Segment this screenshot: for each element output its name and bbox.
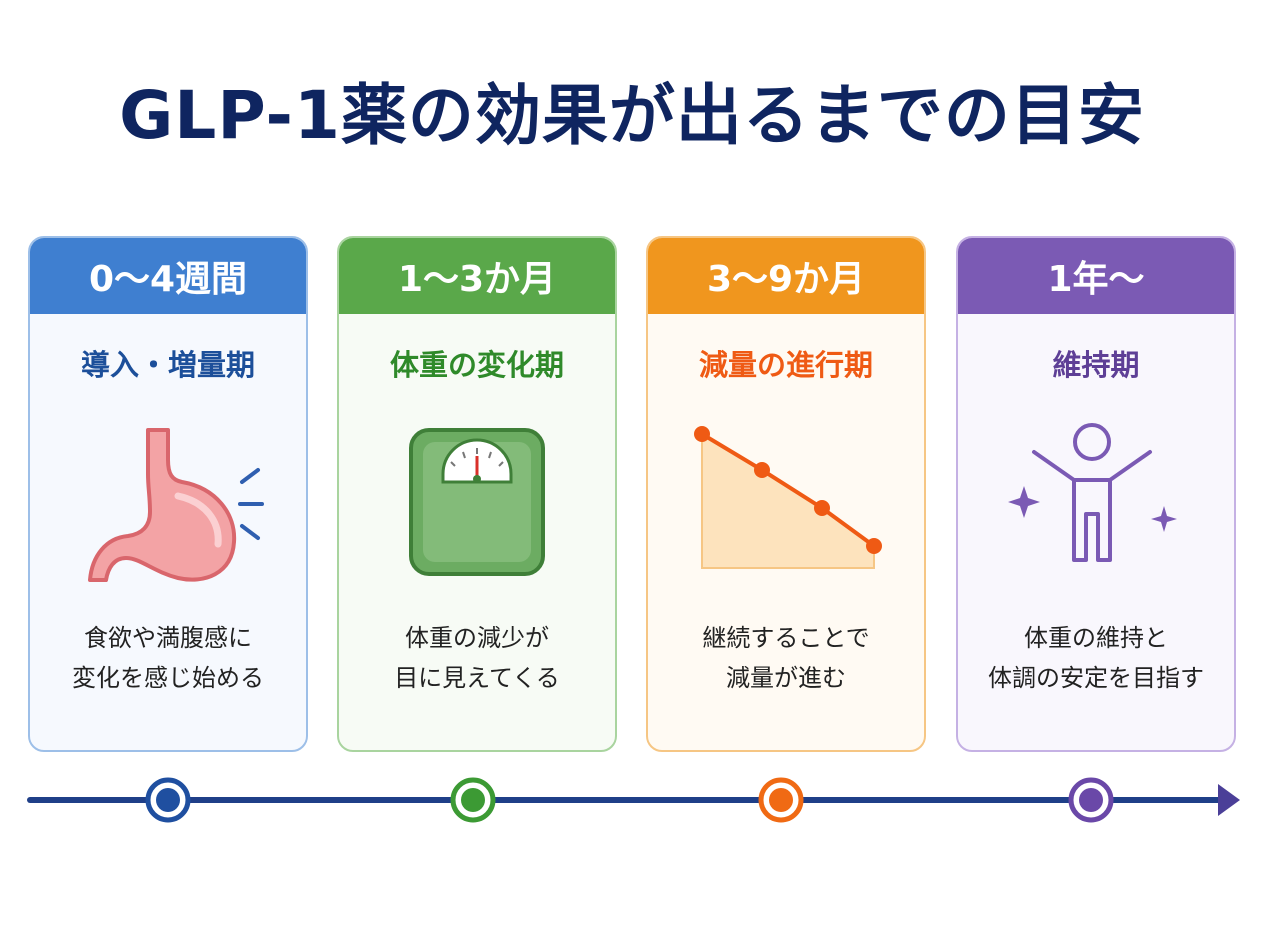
- phase-description: 体重の減少が 目に見えてくる: [339, 618, 615, 698]
- phase-description: 継続することで 減量が進む: [648, 618, 924, 698]
- phase-card-progress: 3～9か月 減量の進行期 継続することで 減量が進む: [646, 236, 926, 752]
- phase-card-intro: 0～4週間 導入・増量期 食欲や満腹感に 変化を感じ始める: [28, 236, 308, 752]
- desc-line: 減量が進む: [726, 664, 846, 692]
- phase-name: 維持期: [1052, 348, 1140, 382]
- person-sparkle-icon: [1008, 423, 1177, 562]
- desc-line: 体調の安定を目指す: [988, 664, 1204, 692]
- phase-description: 体重の維持と 体調の安定を目指す: [958, 618, 1234, 698]
- phase-period-header: 0～4週間: [30, 238, 306, 314]
- phase-name: 減量の進行期: [698, 348, 873, 382]
- phase-period-label: 1年～: [1047, 259, 1145, 300]
- phase-period-label: 3～9か月: [706, 259, 866, 300]
- scale-icon: [409, 428, 545, 576]
- phase-period-header: 3～9か月: [648, 238, 924, 314]
- timeline-marker-intro: [145, 777, 191, 823]
- phase-period-label: 0～4週間: [88, 259, 248, 300]
- downward-graph-icon: [694, 426, 882, 569]
- phase-name: 導入・増量期: [80, 348, 255, 382]
- desc-line: 継続することで: [702, 624, 870, 652]
- phase-card-maintenance: 1年～ 維持期 体重の維持と 体調の安定を目指す: [956, 236, 1236, 752]
- desc-line: 目に見えてくる: [394, 664, 560, 692]
- desc-line: 体重の維持と: [1024, 624, 1168, 652]
- phase-period-header: 1～3か月: [339, 238, 615, 314]
- phase-period-header: 1年～: [958, 238, 1234, 314]
- timeline-arrowhead: [1218, 784, 1240, 816]
- timeline: [27, 777, 1240, 823]
- phase-period-label: 1～3か月: [397, 259, 557, 300]
- timeline-marker-weight-change: [450, 777, 496, 823]
- phase-name: 体重の変化期: [389, 348, 564, 382]
- stomach-icon: [88, 428, 264, 582]
- page-title: GLP-1薬の効果が出るまでの目安: [119, 77, 1145, 154]
- desc-line: 体重の減少が: [405, 624, 549, 652]
- timeline-marker-maintenance: [1068, 777, 1114, 823]
- phase-card-weight-change: 1～3か月 体重の変化期 体重の減少が 目に見えてくる: [337, 236, 617, 752]
- timeline-marker-progress: [758, 777, 804, 823]
- desc-line: 変化を感じ始める: [72, 664, 264, 692]
- phase-description: 食欲や満腹感に 変化を感じ始める: [30, 618, 306, 698]
- desc-line: 食欲や満腹感に: [84, 624, 252, 652]
